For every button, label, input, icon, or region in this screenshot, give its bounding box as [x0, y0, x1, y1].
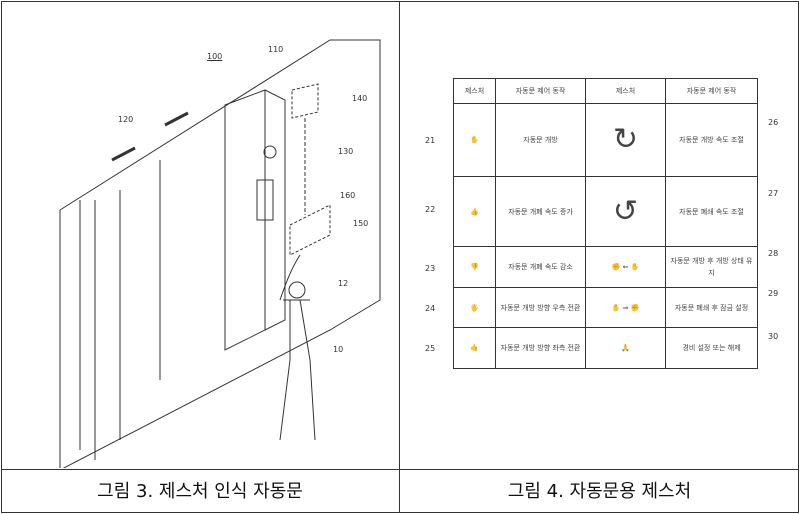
ref-26: 26	[768, 118, 779, 127]
action-cell: 자동문 개방 방향 우측 전환	[495, 287, 586, 328]
ref-120: 120	[118, 115, 134, 124]
ref-10: 10	[333, 345, 344, 354]
action-cell: 자동문 개폐 속도 증가	[495, 176, 586, 247]
gesture-rotate-icon: ↺	[585, 176, 666, 247]
ref-12: 12	[338, 279, 349, 288]
header-gesture-2: 제스처	[585, 78, 666, 104]
gesture-hand-icon: ✋	[453, 103, 496, 177]
ref-25: 25	[425, 344, 436, 353]
figure-3-caption: 그림 3. 제스처 인식 자동문	[97, 481, 303, 502]
action-cell: 자동문 개방	[495, 103, 586, 177]
gesture-fist-left-icon: ✊ ⇐ ✋	[585, 246, 666, 288]
ref-130: 130	[338, 147, 354, 156]
ref-29: 29	[768, 289, 779, 298]
ref-24: 24	[425, 304, 436, 313]
ref-140: 140	[352, 94, 368, 103]
gesture-hand-icon: 🖐	[453, 287, 496, 328]
ref-28: 28	[768, 249, 779, 258]
action-cell: 자동문 폐쇄 후 잠금 설정	[665, 287, 758, 328]
ref-23: 23	[425, 264, 436, 273]
automatic-door-drawing	[59, 39, 381, 468]
ref-27: 27	[768, 189, 779, 198]
gesture-hand-icon: 🤙	[453, 327, 496, 369]
action-cell: 경비 설정 또는 해제	[665, 327, 758, 369]
header-action-2: 자동문 제어 동작	[665, 78, 758, 104]
gesture-fist-right-icon: ✋ ⇒ ✊	[585, 287, 666, 328]
ref-160: 160	[340, 191, 356, 200]
action-cell: 자동문 개폐 속도 감소	[495, 246, 586, 288]
ref-21: 21	[425, 136, 436, 145]
ref-22: 22	[425, 205, 436, 214]
gesture-thumbs-down-icon: 👎	[453, 246, 496, 288]
header-action-1: 자동문 제어 동작	[495, 78, 586, 104]
action-cell: 자동문 폐쇄 속도 조절	[665, 176, 758, 247]
ref-110: 110	[268, 45, 284, 54]
gesture-thumbs-up-icon: 👍	[453, 176, 496, 247]
ref-30: 30	[768, 332, 779, 341]
action-cell: 자동문 개방 방향 좌측 전환	[495, 327, 586, 369]
header-gesture-1: 제스처	[453, 78, 496, 104]
gesture-table: 제스처 자동문 제어 동작 제스처 자동문 제어 동작 ✋자동문 개방↻자동문 …	[453, 78, 758, 369]
gesture-prayer-icon: 🙏	[585, 327, 666, 369]
panel-divider	[399, 1, 400, 513]
action-cell: 자동문 개방 후 개방 상태 유지	[665, 246, 758, 288]
gesture-rotate-icon: ↻	[585, 103, 666, 177]
ref-150: 150	[353, 219, 369, 228]
action-cell: 자동문 개방 속도 조절	[665, 103, 758, 177]
caption-divider	[1, 469, 799, 470]
ref-100: 100	[207, 52, 223, 61]
figure-4-caption: 그림 4. 자동문용 제스처	[507, 481, 692, 502]
